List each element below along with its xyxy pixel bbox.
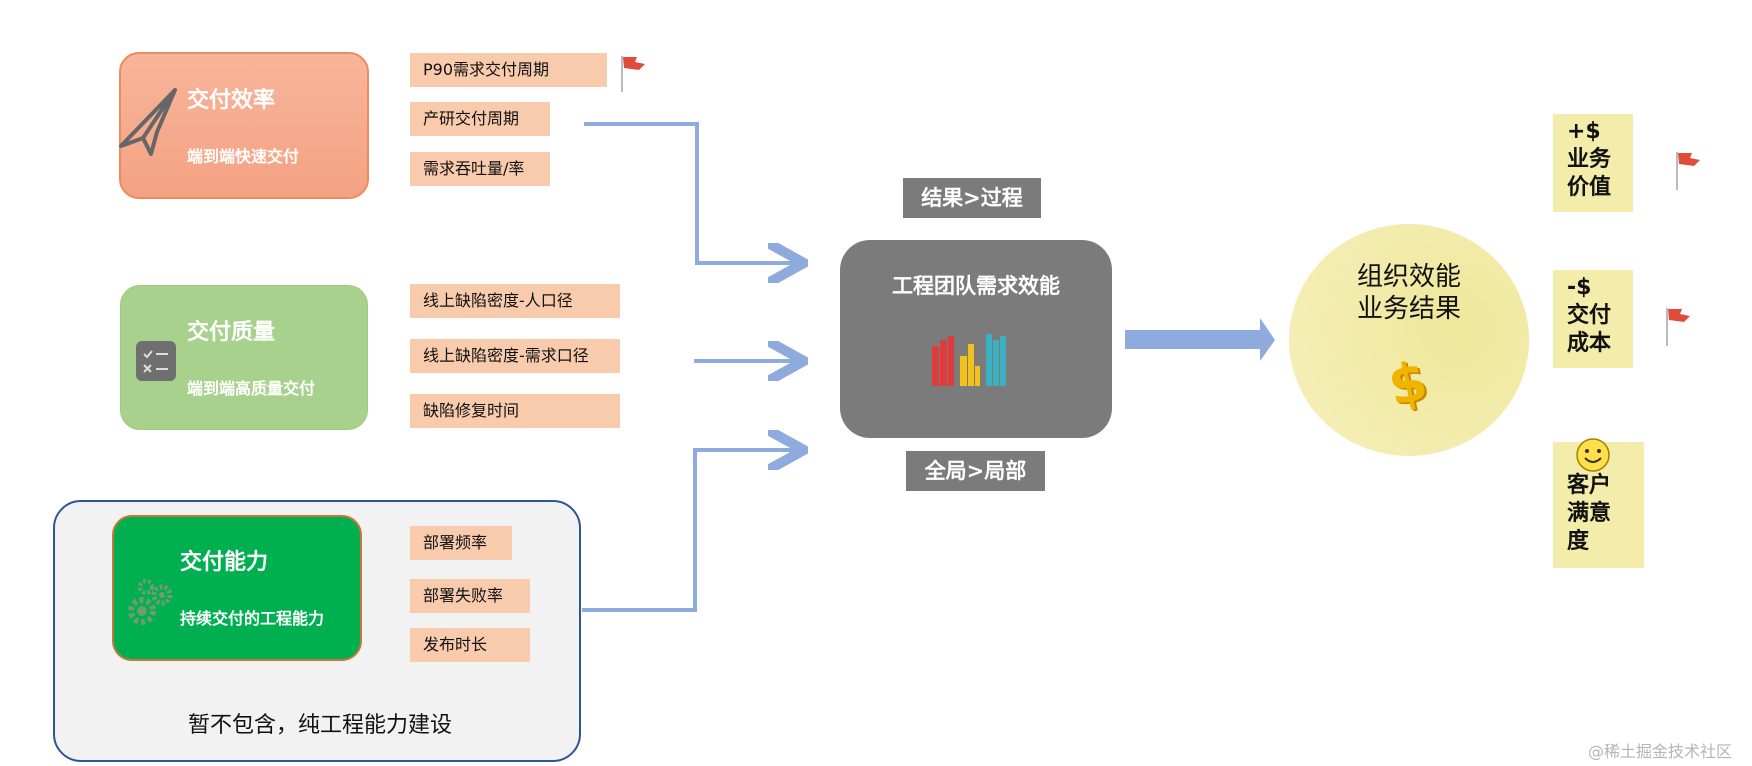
metric-p90-cycle: P90需求交付周期	[410, 53, 607, 87]
sticky-business-value: +$ 业务 价值	[1553, 114, 1633, 212]
smiley-icon	[1576, 438, 1610, 472]
delivery-efficiency-title: 交付效率	[187, 88, 276, 113]
center-box: 工程团队需求效能	[840, 240, 1112, 438]
sticky-line: 价值	[1567, 175, 1612, 200]
delivery-efficiency-subtitle: 端到端快速交付	[187, 147, 300, 166]
center-title: 工程团队需求效能	[892, 274, 1060, 298]
metric-deploy-failure-rate: 部署失败率	[410, 579, 530, 613]
metric-defect-density-requirement: 线上缺陷密度-需求口径	[410, 339, 620, 373]
metric-defect-fix-time: 缺陷修复时间	[410, 394, 620, 428]
red-flag-icon	[1676, 152, 1700, 190]
arrow-outcome	[1125, 318, 1275, 361]
sticky-delivery-cost: -$ 交付 成本	[1553, 270, 1633, 368]
plus-dollar-symbol: +$	[1567, 119, 1601, 144]
outcome-circle: 组织效能 业务结果 $	[1289, 224, 1529, 456]
capability-note: 暂不包含，纯工程能力建设	[188, 713, 453, 738]
paper-plane-icon	[119, 88, 177, 156]
gears-icon	[128, 579, 173, 625]
delivery-quality-card: 交付质量 端到端高质量交付	[120, 285, 368, 430]
metric-defect-density-person: 线上缺陷密度-人口径	[410, 284, 620, 318]
minus-dollar-symbol: -$	[1567, 275, 1592, 300]
checklist-icon	[136, 341, 176, 381]
tag-global-over-local: 全局>局部	[906, 451, 1045, 491]
delivery-efficiency-card: 交付效率 端到端快速交付	[119, 52, 369, 199]
arrow-efficiency	[584, 122, 800, 263]
metric-release-duration: 发布时长	[410, 628, 530, 662]
tag-result-over-process: 结果>过程	[903, 178, 1041, 218]
watermark: @稀土掘金技术社区	[1588, 742, 1733, 761]
delivery-capability-card: 交付能力 持续交付的工程能力	[112, 515, 362, 661]
delivery-quality-subtitle: 端到端高质量交付	[187, 379, 316, 398]
sticky-line: 客户	[1567, 473, 1612, 498]
metric-rd-cycle: 产研交付周期	[410, 102, 550, 136]
delivery-quality-title: 交付质量	[187, 320, 276, 345]
metric-deploy-frequency: 部署频率	[410, 526, 512, 560]
sticky-line: 成本	[1567, 331, 1612, 356]
delivery-capability-title: 交付能力	[180, 550, 269, 575]
sticky-line: 交付	[1567, 303, 1612, 328]
sticky-line: 满意	[1567, 501, 1612, 526]
dollar-icon: $	[1382, 348, 1433, 419]
outcome-title-line1: 组织效能	[1356, 262, 1461, 292]
delivery-capability-subtitle: 持续交付的工程能力	[180, 609, 325, 628]
red-flag-icon	[621, 56, 645, 92]
sticky-line: 业务	[1567, 147, 1612, 172]
arrow-capability	[582, 450, 800, 612]
outcome-title-line2: 业务结果	[1356, 294, 1461, 324]
metric-throughput: 需求吞吐量/率	[410, 152, 550, 186]
sticky-line: 度	[1567, 529, 1590, 554]
red-flag-icon	[1666, 308, 1690, 346]
bar-chart-icon	[932, 334, 1006, 386]
